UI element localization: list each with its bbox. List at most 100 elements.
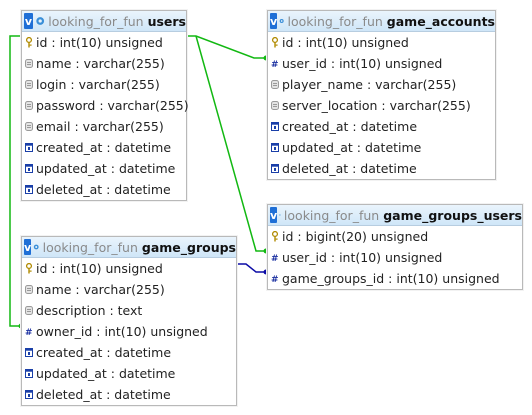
column-label: id : int(10) unsigned <box>36 35 163 50</box>
column-label: id : bigint(20) unsigned <box>282 229 429 244</box>
gear-icon[interactable] <box>33 240 39 254</box>
column-row[interactable]: id : int(10) unsigned <box>268 32 495 53</box>
column-label: name : varchar(255) <box>36 282 165 297</box>
table-game-groups[interactable]: v looking_for_fun game_groups id : int(1… <box>21 236 237 406</box>
column-row[interactable]: id : bigint(20) unsigned <box>268 226 522 247</box>
column-label: created_at : datetime <box>36 345 172 360</box>
column-row[interactable]: login : varchar(255) <box>22 74 186 95</box>
table-game-groups-users[interactable]: v looking_for_fun game_groups_users id :… <box>267 204 523 290</box>
toggle-columns-button[interactable]: v <box>270 207 278 223</box>
datetime-field-icon <box>25 184 33 195</box>
column-row[interactable]: updated_at : datetime <box>22 363 236 384</box>
column-row[interactable]: created_at : datetime <box>22 342 236 363</box>
column-list: id : int(10) unsigned name : varchar(255)… <box>22 258 236 405</box>
column-row[interactable]: name : varchar(255) <box>22 53 186 74</box>
column-label: login : varchar(255) <box>36 77 160 92</box>
datetime-field-icon <box>25 163 33 174</box>
column-row[interactable]: name : varchar(255) <box>22 279 236 300</box>
datetime-field-icon <box>25 368 33 379</box>
column-list: id : int(10) unsigned name : varchar(255)… <box>22 32 189 200</box>
column-row[interactable]: deleted_at : datetime <box>22 384 236 405</box>
column-list: id : int(10) unsigned#user_id : int(10) … <box>268 32 495 179</box>
svg-text:#: # <box>271 60 279 69</box>
primary-key-icon <box>25 37 33 48</box>
column-row[interactable]: #owner_id : int(10) unsigned <box>22 321 236 342</box>
relation-game-groups-game-groups-users <box>236 263 266 273</box>
column-row[interactable]: created_at : datetime <box>268 116 495 137</box>
column-label: password : varchar(255) <box>36 98 189 113</box>
toggle-columns-button[interactable]: v <box>270 13 278 29</box>
table-name[interactable]: game_accounts <box>386 13 495 29</box>
text-field-icon <box>25 58 33 69</box>
table-users[interactable]: v looking_for_fun users id : int(10) uns… <box>21 10 189 201</box>
table-header[interactable]: v looking_for_fun game_accounts <box>268 11 495 32</box>
table-name[interactable]: game_groups_users <box>383 207 522 223</box>
column-row[interactable]: #game_groups_id : int(10) unsigned <box>268 268 522 289</box>
gear-icon[interactable] <box>35 14 45 28</box>
table-header[interactable]: v looking_for_fun game_groups_users <box>268 205 522 226</box>
column-label: game_groups_id : int(10) unsigned <box>282 271 500 286</box>
column-row[interactable]: deleted_at : datetime <box>268 158 495 179</box>
column-row[interactable]: #user_id : int(10) unsigned <box>268 53 495 74</box>
text-field-icon <box>25 305 33 316</box>
datetime-field-icon <box>25 347 33 358</box>
column-label: email : varchar(255) <box>36 119 164 134</box>
relation-users-game-groups-owner <box>9 35 21 327</box>
column-row[interactable]: id : int(10) unsigned <box>22 258 236 279</box>
numeric-field-icon: # <box>271 252 279 263</box>
column-row[interactable]: player_name : varchar(255) <box>268 74 495 95</box>
column-row[interactable]: #user_id : int(10) unsigned <box>268 247 522 268</box>
numeric-field-icon: # <box>271 58 279 69</box>
relation-users-game-accounts <box>186 35 266 59</box>
column-row[interactable]: deleted_at : datetime <box>22 179 186 200</box>
svg-text:#: # <box>271 254 279 263</box>
table-header[interactable]: v looking_for_fun users <box>22 11 186 32</box>
primary-key-icon <box>271 231 279 242</box>
table-header[interactable]: v looking_for_fun game_groups <box>22 237 236 258</box>
table-name[interactable]: users <box>147 13 186 29</box>
svg-text:#: # <box>25 328 33 337</box>
gear-icon[interactable] <box>279 208 281 222</box>
numeric-field-icon: # <box>25 326 33 337</box>
column-label: player_name : varchar(255) <box>282 77 457 92</box>
column-label: deleted_at : datetime <box>36 182 171 197</box>
column-label: created_at : datetime <box>282 119 418 134</box>
column-label: user_id : int(10) unsigned <box>282 56 443 71</box>
column-row[interactable]: server_location : varchar(255) <box>268 95 495 116</box>
column-row[interactable]: created_at : datetime <box>22 137 186 158</box>
primary-key-icon <box>271 37 279 48</box>
column-row[interactable]: email : varchar(255) <box>22 116 186 137</box>
gear-icon[interactable] <box>279 14 284 28</box>
column-row[interactable]: updated_at : datetime <box>268 137 495 158</box>
column-label: name : varchar(255) <box>36 56 165 71</box>
text-field-icon <box>25 100 33 111</box>
column-row[interactable]: password : varchar(255) <box>22 95 189 116</box>
text-field-icon <box>25 121 33 132</box>
table-game-accounts[interactable]: v looking_for_fun game_accounts id : int… <box>267 10 496 180</box>
table-name[interactable]: game_groups <box>141 239 236 255</box>
column-row[interactable]: id : int(10) unsigned <box>22 32 186 53</box>
column-label: created_at : datetime <box>36 140 172 155</box>
column-label: owner_id : int(10) unsigned <box>36 324 208 339</box>
column-label: updated_at : datetime <box>36 161 176 176</box>
column-label: updated_at : datetime <box>282 140 422 155</box>
text-field-icon <box>271 100 279 111</box>
column-label: deleted_at : datetime <box>282 161 417 176</box>
database-name: looking_for_fun <box>287 13 383 29</box>
database-name: looking_for_fun <box>42 239 138 255</box>
datetime-field-icon <box>271 142 279 153</box>
text-field-icon <box>25 284 33 295</box>
datetime-field-icon <box>271 121 279 132</box>
numeric-field-icon: # <box>271 273 279 284</box>
column-row[interactable]: description : text <box>22 300 236 321</box>
text-field-icon <box>271 79 279 90</box>
datetime-field-icon <box>25 142 33 153</box>
relation-users-game-groups-users <box>195 35 266 252</box>
column-label: id : int(10) unsigned <box>36 261 163 276</box>
toggle-columns-button[interactable]: v <box>24 239 32 255</box>
toggle-columns-button[interactable]: v <box>24 13 33 29</box>
column-label: user_id : int(10) unsigned <box>282 250 443 265</box>
database-name: looking_for_fun <box>48 13 144 29</box>
column-label: server_location : varchar(255) <box>282 98 471 113</box>
column-row[interactable]: updated_at : datetime <box>22 158 186 179</box>
